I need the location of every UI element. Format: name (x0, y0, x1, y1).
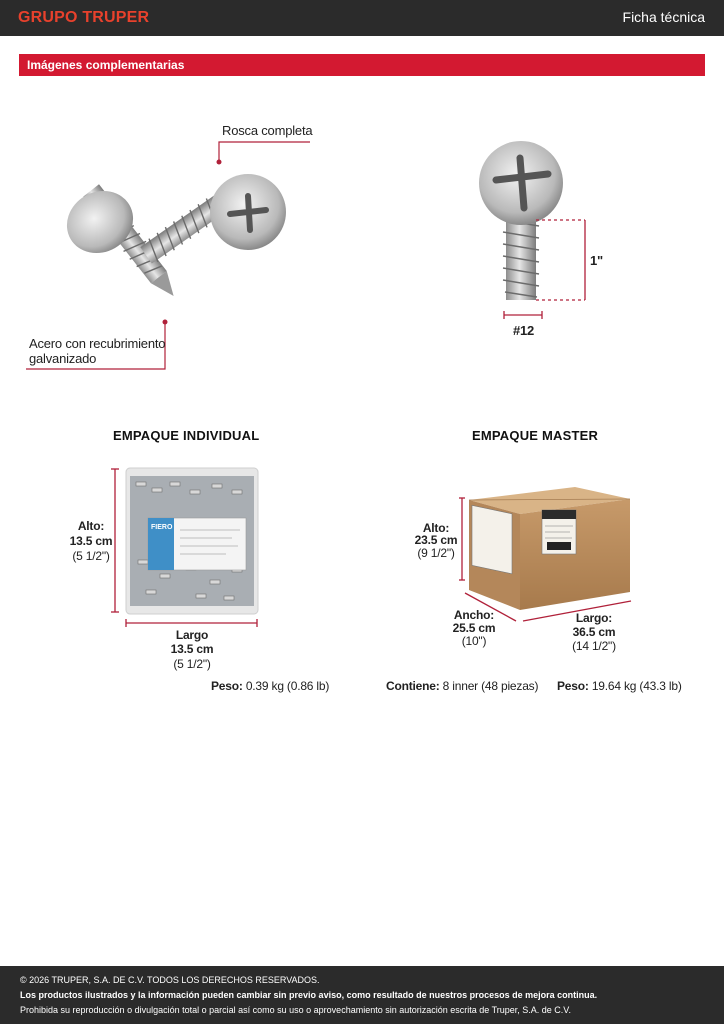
footer-disclaimer: Los productos ilustrados y la informació… (20, 990, 598, 1000)
master-weight-label: Peso: (557, 679, 589, 693)
screw-image-front (66, 184, 174, 297)
material-callout-line2: galvanizado (29, 351, 97, 366)
master-weight-value: 19.64 kg (43.3 lb) (591, 679, 682, 693)
material-callout-line1: Acero con recubrimiento (29, 336, 166, 351)
master-box-image (468, 487, 631, 610)
master-width-in: (10") (461, 634, 487, 648)
individual-height-label: Alto: (77, 519, 105, 533)
master-length-cm: 36.5 cm (572, 625, 616, 639)
document-type: Ficha técnica (622, 9, 705, 25)
individual-weight-label: Peso: (211, 679, 243, 693)
individual-height-in: (5 1/2") (72, 549, 110, 563)
dimension-lines-master (459, 497, 632, 622)
section-header: Imágenes complementarias (19, 54, 705, 76)
dimension-lines-individual (111, 468, 258, 627)
footer-legal: Prohibida su reproducción o divulgación … (20, 1005, 571, 1015)
master-contents-label: Contiene: (386, 679, 440, 693)
dimension-lines-screw (503, 219, 586, 319)
callout-line-thread (218, 141, 310, 162)
screw-image-back (140, 174, 286, 264)
phillips-recess-icon (492, 154, 552, 212)
package-brand-label: FIERO (151, 524, 173, 531)
master-contents-value: 8 inner (48 piezas) (442, 679, 539, 693)
individual-weight: Peso: 0.39 kg (0.86 lb) (211, 679, 329, 693)
master-length-in: (14 1/2") (572, 639, 616, 653)
master-length-label: Largo: (575, 611, 613, 625)
individual-package-image: FIERO (125, 467, 259, 615)
section-title: Imágenes complementarias (27, 58, 185, 72)
individual-package-heading: EMPAQUE INDIVIDUAL (113, 428, 260, 443)
screw-length-label: 1" (590, 253, 603, 268)
footer-copyright: © 2026 TRUPER, S.A. DE C.V. TODOS LOS DE… (20, 975, 320, 985)
master-height-cm: 23.5 cm (414, 533, 458, 547)
master-contents: Contiene: 8 inner (48 piezas) (386, 679, 538, 693)
individual-length-label: Largo (175, 628, 209, 642)
master-width-label: Ancho: (453, 608, 495, 622)
screw-image-side (479, 141, 563, 300)
individual-weight-value: 0.39 kg (0.86 lb) (245, 679, 330, 693)
individual-length-cm: 13.5 cm (170, 642, 214, 656)
callout-line-material (26, 322, 166, 370)
individual-height-cm: 13.5 cm (69, 534, 113, 548)
master-width-cm: 25.5 cm (452, 621, 496, 635)
screw-gauge-label: #12 (513, 323, 535, 338)
master-height-in: (9 1/2") (417, 546, 455, 560)
footer: © 2026 TRUPER, S.A. DE C.V. TODOS LOS DE… (0, 966, 724, 1024)
master-height-label: Alto: (422, 521, 450, 535)
individual-length-in: (5 1/2") (173, 657, 211, 671)
master-weight: Peso: 19.64 kg (43.3 lb) (557, 679, 682, 693)
brand-logo: GRUPO TRUPER (18, 9, 150, 26)
thread-callout: Rosca completa (222, 123, 313, 138)
phillips-recess-icon (227, 193, 269, 233)
master-package-heading: EMPAQUE MASTER (472, 428, 599, 443)
top-bar: GRUPO TRUPER Ficha técnica (0, 0, 724, 36)
